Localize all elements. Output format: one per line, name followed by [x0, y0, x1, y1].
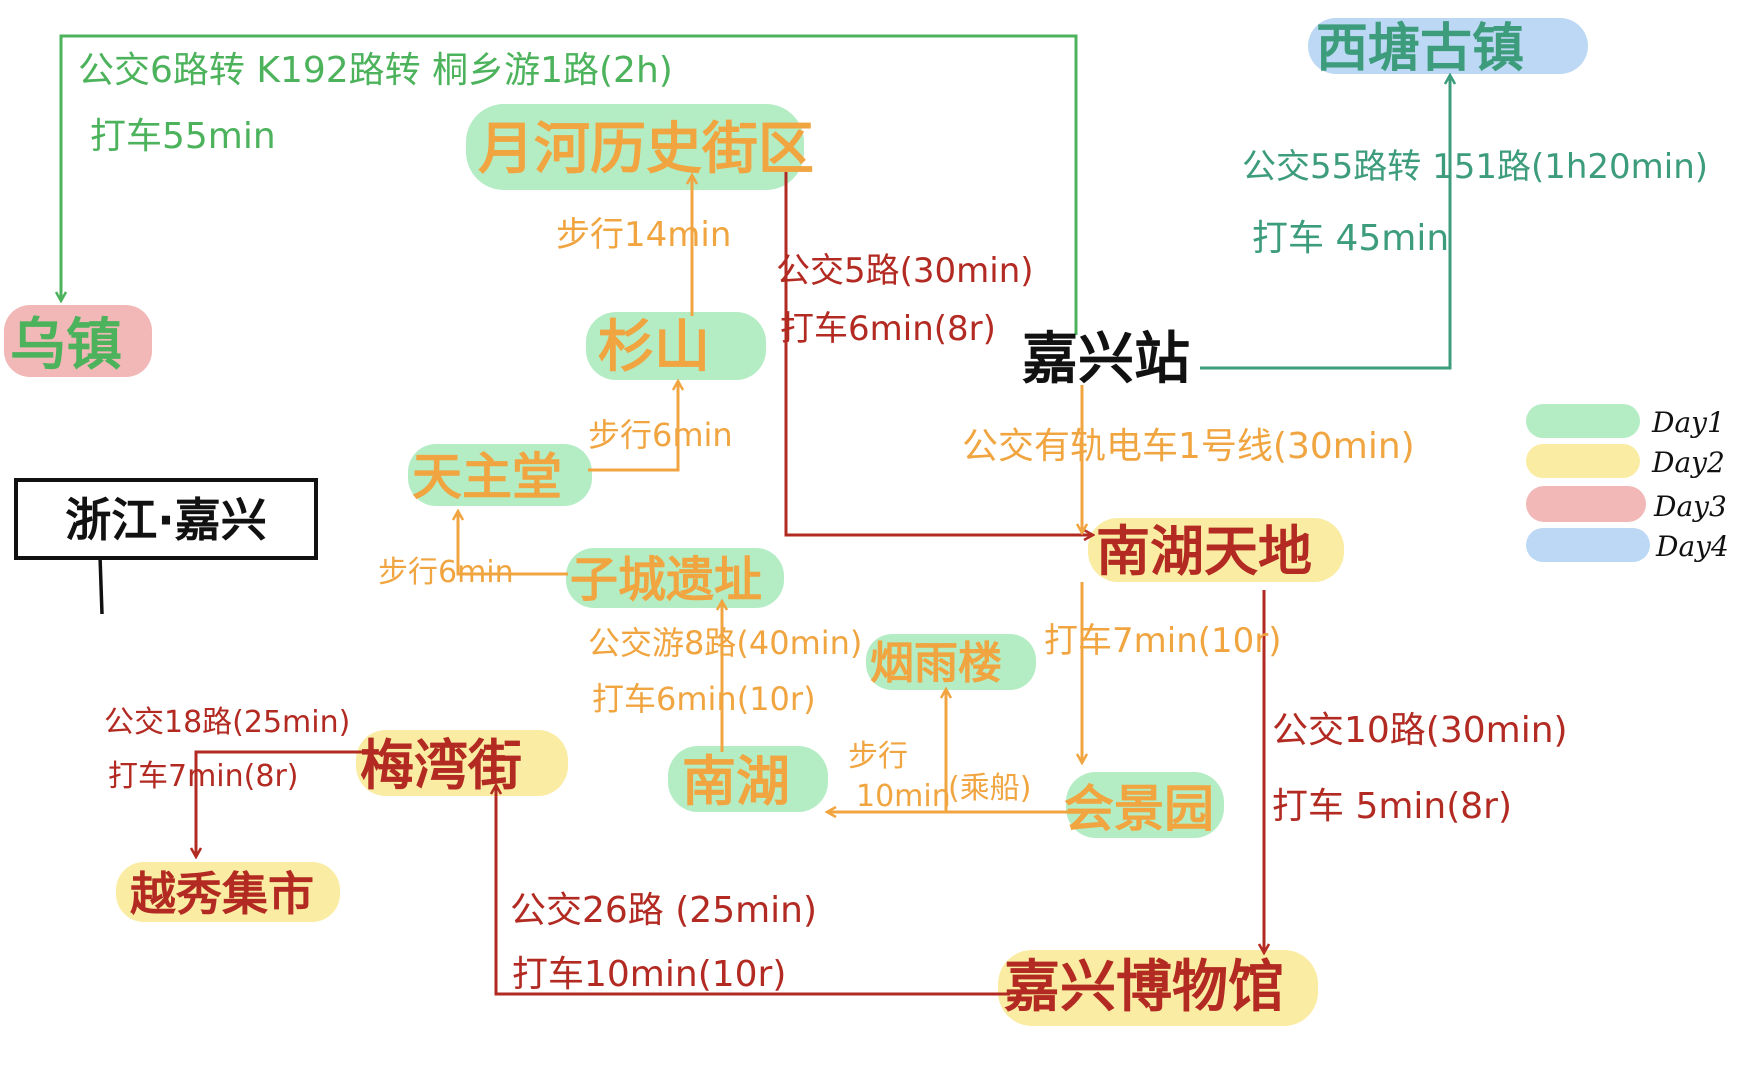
- node-nanhu-tiandi: 南湖天地: [1096, 520, 1312, 583]
- highlight-nanhu: [668, 746, 828, 812]
- legend-label-day4: Day4: [1655, 530, 1729, 563]
- route-label-shan-yuehe: 步行14min: [556, 215, 731, 255]
- highlight-zicheng: [566, 548, 784, 608]
- route-label-walk-nanhu-1: 步行: [848, 739, 908, 774]
- node-zicheng: 子城遗址: [570, 552, 762, 608]
- route-label-station-tiandi: 公交有轨电车1号线(30min): [962, 426, 1415, 467]
- node-jiaxing-station: 嘉兴站: [1022, 327, 1190, 392]
- highlight-xitang: [1308, 18, 1588, 74]
- page-title: 浙江·嘉兴: [65, 493, 266, 547]
- highlight-yanyu: [866, 634, 1036, 690]
- node-yuexiu: 越秀集市: [130, 867, 314, 921]
- highlights: [4, 18, 1588, 1026]
- node-nanhu: 南湖: [682, 750, 790, 813]
- legend-swatch-day1: [1526, 404, 1640, 438]
- legend-label-day1: Day1: [1651, 406, 1725, 439]
- orange-routes: 公交有轨电车1号线(30min) 打车7min(10r) (乘船) 步行 10m…: [378, 176, 1415, 814]
- arrow-catholic-shan: [588, 382, 678, 472]
- arrow-station-xitang: [1200, 76, 1450, 370]
- arrow-museum-meiwan: [496, 786, 1010, 996]
- highlight-meiwan: [356, 730, 568, 796]
- route-label-yuehe-tiandi-bus: 公交5路(30min): [776, 251, 1034, 291]
- node-meiwan: 梅湾街: [360, 734, 522, 797]
- highlight-huijingyuan: [1066, 772, 1224, 838]
- highlight-shanshan: [586, 312, 766, 380]
- node-xitang: 西塘古镇: [1316, 19, 1524, 79]
- highlight-catholic: [408, 444, 592, 506]
- highlight-yuehe: [466, 104, 804, 190]
- title-box: 浙江·嘉兴: [14, 478, 318, 615]
- legend-swatch-day2: [1526, 444, 1640, 478]
- node-yanyu: 烟雨楼: [870, 638, 1002, 689]
- red-routes: 公交5路(30min) 打车6min(8r) 公交10路(30min) 打车 5…: [104, 172, 1568, 996]
- route-label-walk-nanhu-2: 10min: [856, 779, 951, 814]
- legend: Day1 Day2 Day3 Day4: [1526, 404, 1729, 563]
- route-label-museum-meiwan-bus: 公交26路 (25min): [510, 890, 817, 931]
- highlight-museum: [998, 950, 1318, 1026]
- legend-swatch-day4: [1526, 528, 1650, 562]
- arrow-yuehe-tiandi: [784, 172, 1092, 535]
- route-label-zicheng-catholic: 步行6min: [378, 555, 514, 590]
- legend-label-day2: Day2: [1651, 446, 1725, 479]
- arrow-meiwan-yuexiu: [196, 750, 362, 856]
- node-yuehe: 月河历史街区: [478, 117, 814, 182]
- route-station-xitang: 公交55路转 151路(1h20min) 打车 45min: [1200, 76, 1708, 370]
- route-label-nanhu-zicheng-bus: 公交游8路(40min): [588, 624, 862, 662]
- route-station-wuzhen: 公交6路转 K192路转 桐乡游1路(2h) 打车55min: [61, 34, 1078, 335]
- route-label-tiandi-museum-bus: 公交10路(30min): [1272, 710, 1568, 751]
- route-label-tiandi-museum-taxi: 打车 5min(8r): [1272, 786, 1512, 827]
- node-catholic: 天主堂: [412, 448, 562, 506]
- node-shanshan: 杉山: [598, 315, 710, 380]
- node-museum: 嘉兴博物馆: [1004, 955, 1284, 1020]
- route-label-museum-meiwan-taxi: 打车10min(10r): [512, 954, 786, 995]
- arrow-station-wuzhen: [61, 34, 1078, 335]
- highlight-wuzhen: [4, 305, 152, 377]
- route-label-boat: (乘船): [948, 771, 1031, 806]
- arrow-zicheng-catholic: [458, 512, 568, 576]
- highlight-yuexiu: [116, 862, 340, 922]
- route-label-station-xitang-bus: 公交55路转 151路(1h20min): [1242, 147, 1708, 187]
- legend-swatch-day3: [1526, 486, 1646, 522]
- route-label-nanhu-zicheng-taxi: 打车6min(10r): [592, 680, 816, 718]
- route-label-catholic-shan: 步行6min: [588, 416, 733, 454]
- route-label-station-xitang-taxi: 打车 45min: [1252, 218, 1449, 259]
- route-label-meiwan-yuexiu-bus: 公交18路(25min): [104, 705, 350, 740]
- node-wuzhen: 乌镇: [10, 313, 122, 378]
- route-label-station-wuzhen-taxi: 打车55min: [90, 116, 276, 157]
- nodes: 嘉兴站 西塘古镇 乌镇 月河历史街区 杉山 天主堂 子城遗址 南湖天地 烟雨楼 …: [10, 19, 1524, 1020]
- node-huijingyuan: 会景园: [1064, 780, 1214, 838]
- route-label-meiwan-yuexiu-taxi: 打车7min(8r): [108, 759, 299, 794]
- route-label-tiandi-huijing: 打车7min(10r): [1044, 621, 1282, 661]
- route-label-yuehe-tiandi-taxi: 打车6min(8r): [780, 309, 996, 349]
- route-label-station-wuzhen-bus: 公交6路转 K192路转 桐乡游1路(2h): [78, 50, 673, 91]
- legend-label-day3: Day3: [1653, 490, 1727, 523]
- highlight-nanhu-tiandi: [1088, 518, 1344, 582]
